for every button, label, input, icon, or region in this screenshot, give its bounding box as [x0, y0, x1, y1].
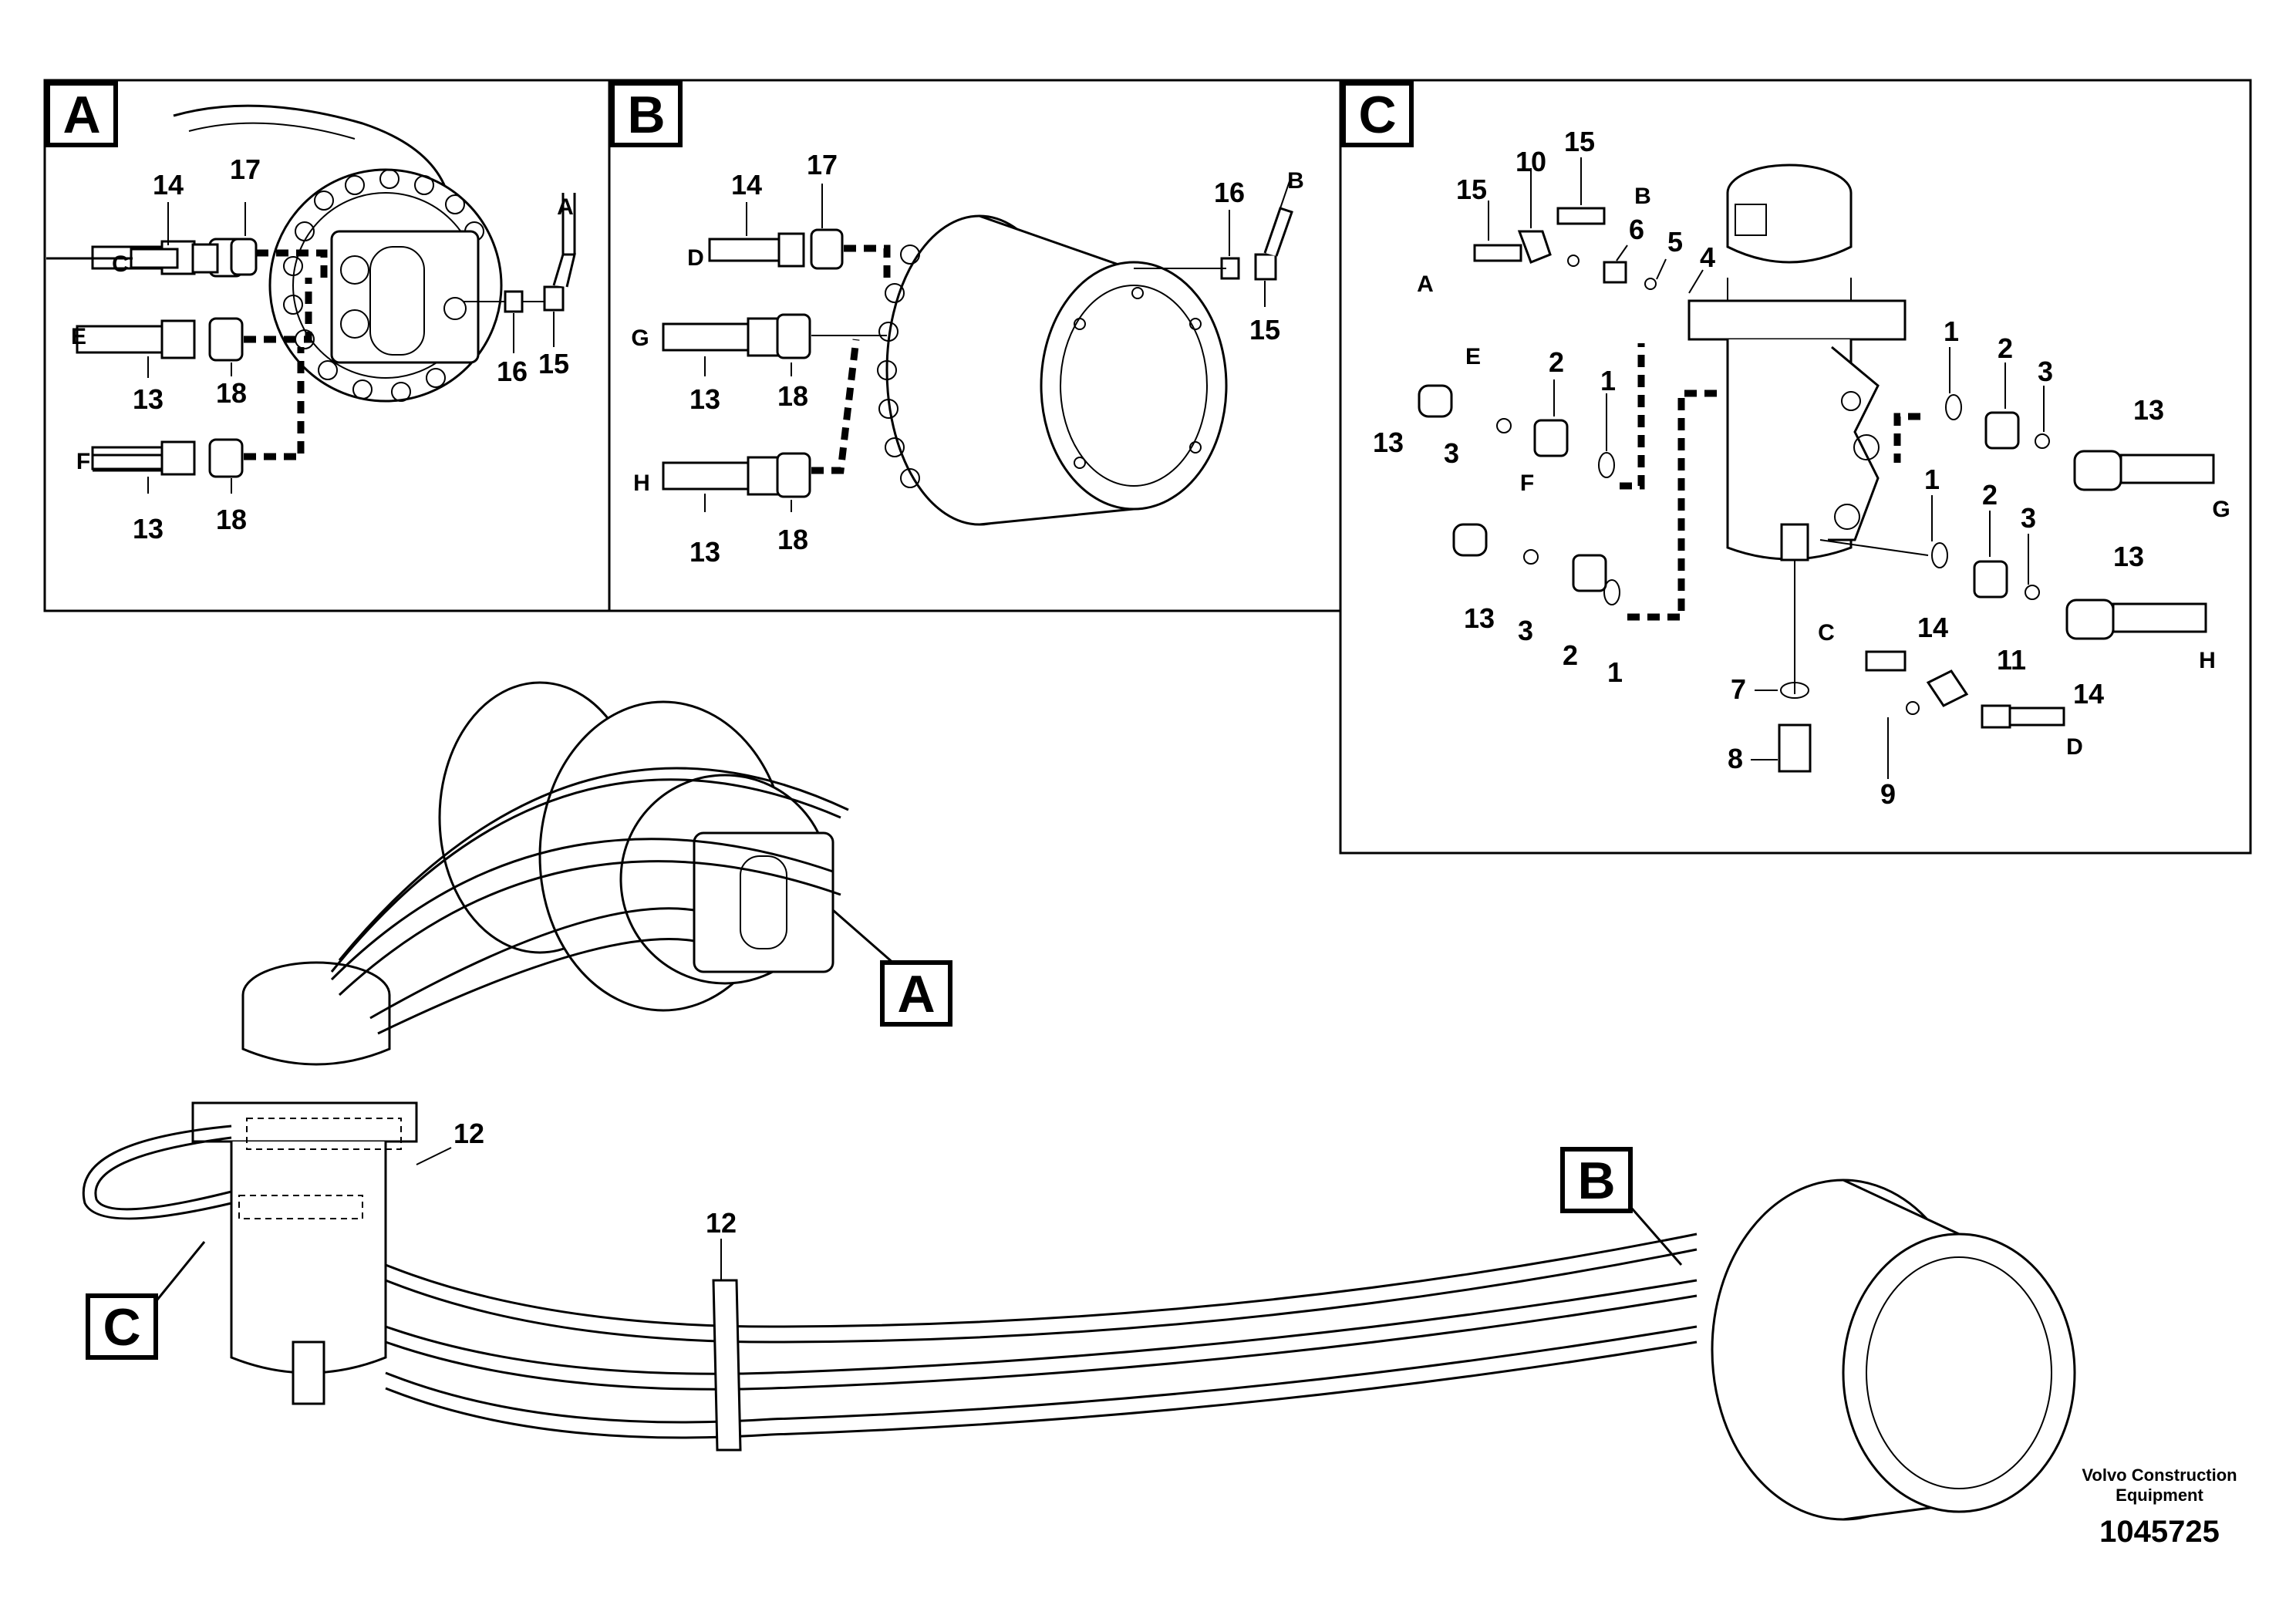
- callout: 6: [1629, 214, 1644, 245]
- callout: 1: [1607, 656, 1623, 688]
- callout: 18: [777, 380, 808, 412]
- callout: 1: [1944, 315, 1959, 347]
- hose-fittings: [91, 238, 576, 478]
- callout: 13: [2133, 394, 2164, 426]
- ref-box-c: C: [86, 1241, 206, 1360]
- callout: 15: [538, 348, 569, 379]
- callout: 13: [1464, 602, 1495, 634]
- hose-fittings: [662, 207, 1293, 498]
- panel-b-label: B: [627, 86, 665, 144]
- callout: 18: [777, 524, 808, 555]
- ref-box-b: B: [1560, 1147, 1683, 1266]
- travel-motor-drawing: [173, 104, 503, 403]
- callout: 13: [133, 383, 164, 415]
- port-label: D: [2066, 734, 2083, 760]
- hose-clamp: [712, 1279, 742, 1452]
- callout: 13: [1373, 427, 1404, 458]
- port-label: C: [1818, 620, 1835, 646]
- panel-c: C: [1339, 79, 2252, 855]
- port-label: E: [71, 324, 86, 349]
- callout: 2: [1563, 639, 1578, 671]
- callout: 12: [706, 1207, 737, 1239]
- callout: 13: [133, 513, 164, 545]
- callout: 15: [1456, 174, 1487, 205]
- callout: 18: [216, 504, 247, 535]
- callout: 2: [1998, 332, 2013, 364]
- port-label: G: [631, 325, 649, 351]
- callout: 17: [230, 153, 261, 185]
- callout: 3: [2021, 502, 2036, 534]
- port-label: B: [1634, 184, 1651, 209]
- leader-lines: [1488, 157, 2045, 779]
- callout: 15: [1564, 126, 1595, 157]
- callout: 2: [1549, 346, 1564, 378]
- panel-c-label: C: [1358, 86, 1396, 144]
- callout: 8: [1728, 743, 1743, 774]
- upper-travel-motor: [438, 681, 834, 1012]
- port-label: F: [1520, 470, 1534, 496]
- hose-fittings: [1418, 207, 2215, 773]
- leader-lines: [147, 202, 555, 494]
- callout: 3: [1444, 437, 1459, 469]
- callout: 13: [689, 536, 720, 568]
- callout: 14: [731, 169, 762, 201]
- svg-text:C: C: [103, 1298, 140, 1357]
- callout: 17: [807, 149, 838, 180]
- callout: 1: [1924, 464, 1940, 495]
- port-label: H: [2199, 648, 2216, 673]
- callout: 5: [1667, 226, 1683, 258]
- lower-travel-motor: [1711, 1179, 2076, 1521]
- callout: 4: [1700, 241, 1715, 273]
- port-label: E: [1465, 344, 1481, 369]
- callout: 14: [153, 169, 184, 201]
- port-label: H: [633, 470, 650, 496]
- hoses: [46, 193, 576, 472]
- callout: 16: [497, 356, 528, 387]
- drawing-credit: Volvo Construction Equipment 1045725: [2044, 1465, 2275, 1549]
- panel-a-label: A: [62, 86, 100, 144]
- callout: 2: [1982, 479, 1998, 511]
- callout: 13: [2113, 541, 2144, 572]
- callout: 18: [216, 377, 247, 409]
- svg-text:B: B: [1577, 1152, 1615, 1210]
- travel-motor-drawing: [877, 214, 1228, 526]
- callout: 15: [1249, 314, 1280, 346]
- panel-b: B: [608, 79, 1342, 612]
- port-label: A: [557, 194, 574, 220]
- swivel-joint-drawing: [1687, 164, 1907, 694]
- svg-text:A: A: [897, 965, 935, 1023]
- callout: 13: [689, 383, 720, 415]
- overview-assembly: A B C 12 12: [82, 681, 2076, 1521]
- port-label: F: [76, 449, 90, 474]
- callout: 9: [1880, 778, 1896, 810]
- callout: 11: [1997, 644, 2026, 676]
- manufacturer-name: Volvo Construction Equipment: [2082, 1465, 2237, 1505]
- port-label: B: [1287, 168, 1304, 194]
- callout: 3: [2038, 356, 2053, 387]
- port-label: D: [687, 245, 704, 271]
- panel-a: A: [43, 79, 611, 612]
- callout: 12: [453, 1118, 484, 1149]
- callout: 10: [1515, 146, 1546, 177]
- callout: 16: [1214, 177, 1245, 208]
- callout: 14: [1917, 612, 1948, 643]
- callout: 1: [1600, 365, 1616, 396]
- ref-box-a: A: [832, 909, 952, 1027]
- callout: 3: [1518, 615, 1533, 646]
- port-label: A: [1417, 271, 1434, 297]
- port-label: C: [112, 251, 129, 277]
- port-label: G: [2212, 497, 2230, 522]
- hydraulic-hoses: [82, 767, 1698, 1439]
- callout: 7: [1731, 673, 1746, 705]
- swivel-joint: [191, 961, 418, 1405]
- drawing-number: 1045725: [2099, 1515, 2220, 1549]
- callout: 14: [2073, 678, 2104, 710]
- leader-lines: [704, 184, 1266, 512]
